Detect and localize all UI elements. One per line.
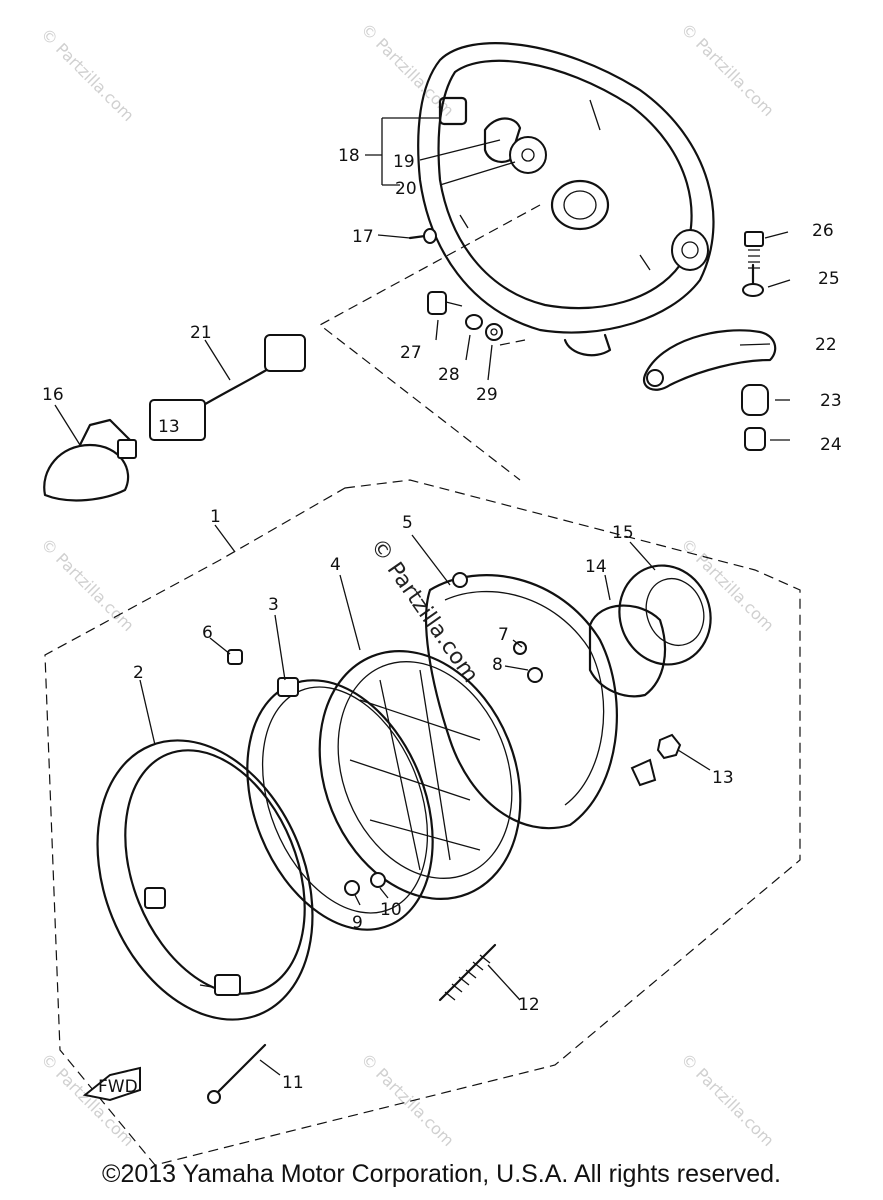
callout-1: 1 bbox=[210, 507, 221, 527]
reference-line bbox=[318, 204, 541, 481]
callout-5: 5 bbox=[402, 513, 413, 533]
callout-11: 11 bbox=[282, 1073, 304, 1093]
callout-15: 15 bbox=[612, 523, 634, 543]
callout-17: 17 bbox=[352, 227, 374, 247]
headlight-housing bbox=[417, 42, 715, 357]
rim bbox=[96, 739, 314, 1021]
callout-13: 13 bbox=[712, 768, 734, 788]
fwd-label: FWD bbox=[98, 1077, 138, 1097]
spring bbox=[438, 943, 497, 1002]
watermark: © Partzilla.com bbox=[677, 19, 778, 120]
callout-6: 6 bbox=[202, 623, 213, 643]
callouts: 1 2 3 4 5 6 7 8 9 10 11 12 13 14 15 16 1… bbox=[42, 146, 842, 1093]
screw-set bbox=[227, 649, 682, 896]
callout-8: 8 bbox=[492, 655, 503, 675]
reference-line bbox=[499, 339, 526, 346]
callout-23: 23 bbox=[820, 391, 842, 411]
bolt-washer-set bbox=[427, 291, 503, 341]
watermark: © Partzilla.com bbox=[357, 1049, 458, 1150]
lens-unit bbox=[318, 649, 522, 901]
mounting-bracket bbox=[642, 231, 777, 451]
connector-label: 13 bbox=[158, 417, 180, 437]
callout-22: 22 bbox=[815, 335, 837, 355]
callout-4: 4 bbox=[330, 555, 341, 575]
copyright-notice: ©2013 Yamaha Motor Corporation, U.S.A. A… bbox=[102, 1160, 781, 1188]
callout-28: 28 bbox=[438, 365, 460, 385]
callout-12: 12 bbox=[518, 995, 540, 1015]
callout-25: 25 bbox=[818, 269, 840, 289]
bulb bbox=[43, 418, 137, 502]
assembly-frame bbox=[44, 479, 801, 1166]
socket-assembly bbox=[483, 117, 547, 174]
callout-19: 19 bbox=[393, 152, 415, 172]
watermark: © Partzilla.com bbox=[677, 1049, 778, 1150]
callout-14: 14 bbox=[585, 557, 607, 577]
watermark: © Partzilla.com bbox=[37, 1049, 138, 1150]
callout-18: 18 bbox=[338, 146, 360, 166]
leader-lines bbox=[54, 117, 791, 446]
callout-3: 3 bbox=[268, 595, 279, 615]
assembly-leaders bbox=[139, 524, 711, 1076]
retaining-ring bbox=[246, 677, 434, 931]
headlight-case bbox=[425, 572, 618, 830]
callout-27: 27 bbox=[400, 343, 422, 363]
wire-harness: 13 bbox=[149, 334, 306, 441]
watermark: © Partzilla.com bbox=[37, 24, 138, 125]
callout-21: 21 bbox=[190, 323, 212, 343]
callout-26: 26 bbox=[812, 221, 834, 241]
socket-cover bbox=[588, 564, 712, 698]
callout-7: 7 bbox=[498, 625, 509, 645]
callout-29: 29 bbox=[476, 385, 498, 405]
callout-16: 16 bbox=[42, 385, 64, 405]
callout-10: 10 bbox=[380, 900, 402, 920]
watermark: © Partzilla.com bbox=[37, 534, 138, 635]
callout-20: 20 bbox=[395, 179, 417, 199]
long-screw bbox=[207, 1043, 267, 1104]
fwd-arrow: FWD bbox=[82, 1066, 141, 1102]
watermark: © Partzilla.com bbox=[677, 534, 778, 635]
screw-17 bbox=[408, 228, 437, 244]
callout-24: 24 bbox=[820, 435, 842, 455]
callout-2: 2 bbox=[133, 663, 144, 683]
callout-9: 9 bbox=[352, 913, 363, 933]
